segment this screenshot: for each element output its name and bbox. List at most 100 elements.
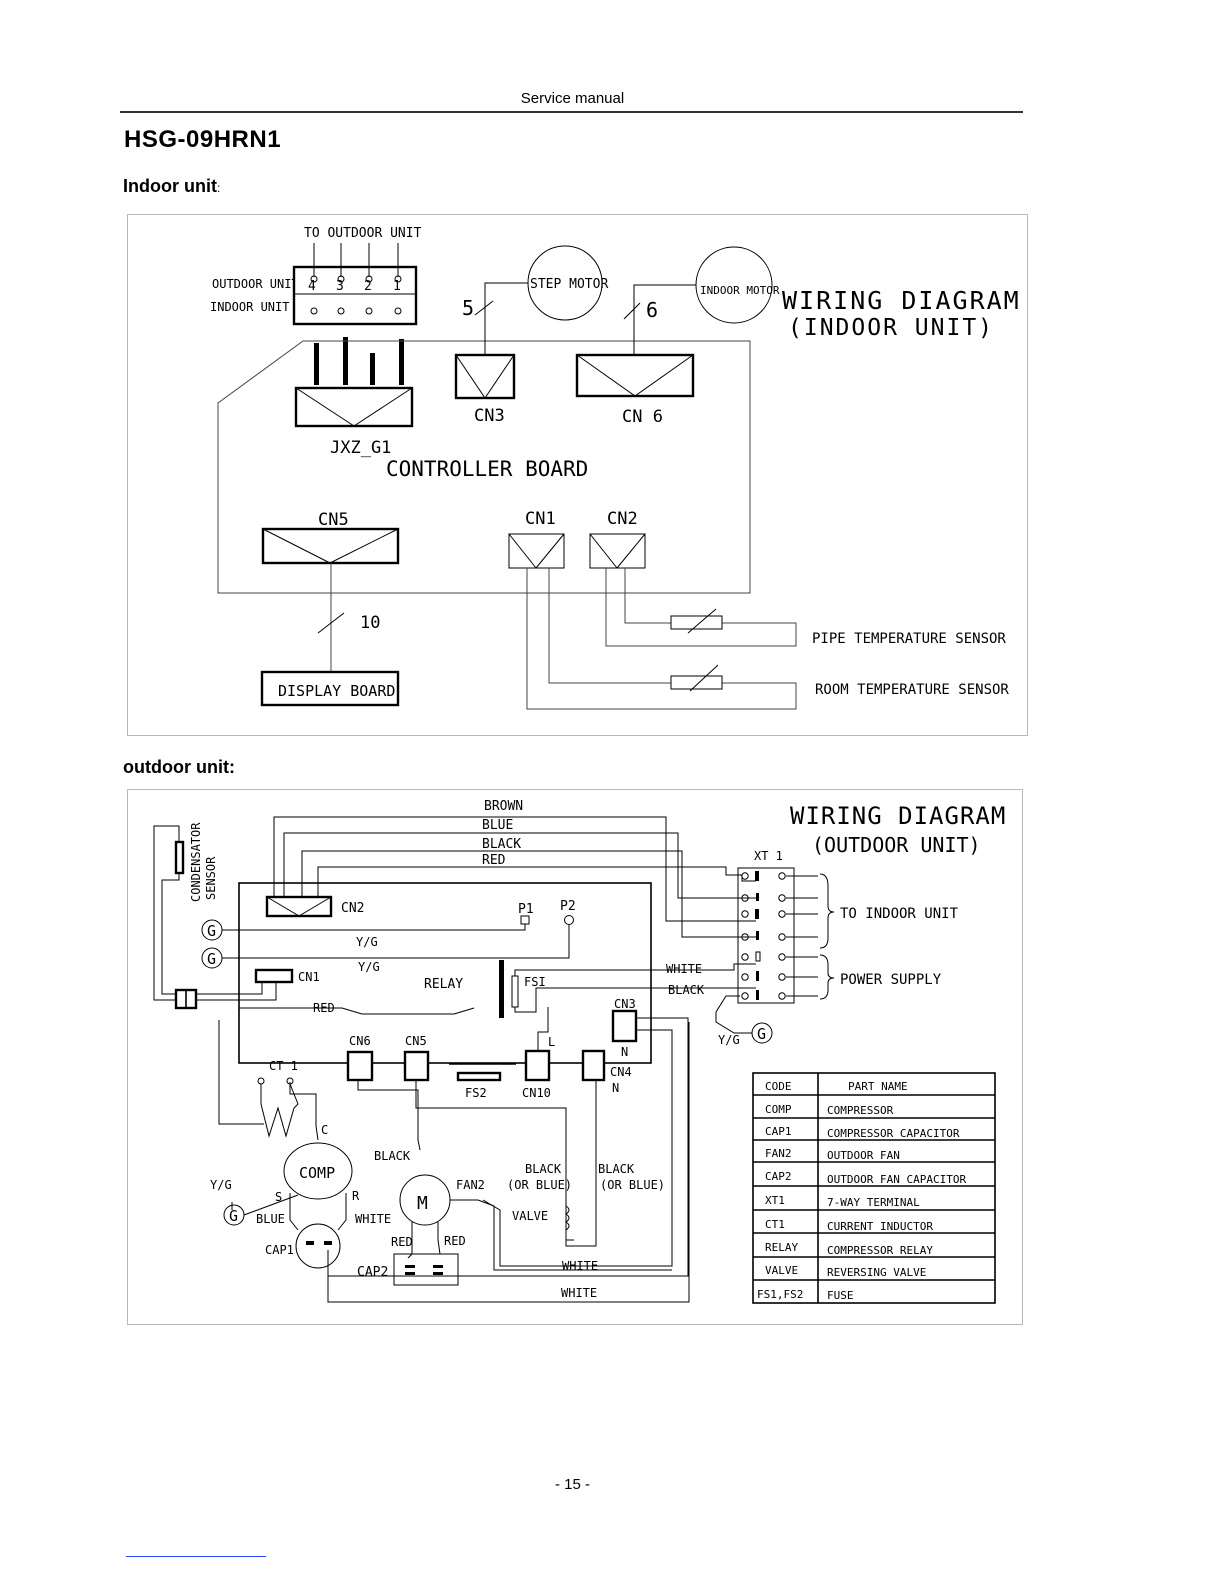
xt1-screw-r-3 bbox=[778, 910, 786, 918]
cap2-plate-a bbox=[405, 1265, 415, 1268]
parts-row-name: FUSE bbox=[827, 1289, 854, 1302]
ground-g-2: G bbox=[207, 950, 216, 968]
cap1-label: CAP1 bbox=[265, 1243, 294, 1257]
parts-table: CODE PART NAME COMP COMPRESSOR CAP1 COMP… bbox=[752, 1072, 996, 1304]
xt1-link-2 bbox=[756, 893, 759, 901]
cn2-label: CN2 bbox=[607, 509, 638, 529]
cap1-circle bbox=[295, 1223, 341, 1269]
indoor-label-colon: : bbox=[216, 181, 221, 195]
valve-black-label-b: BLACK bbox=[598, 1162, 635, 1176]
cn1-box bbox=[254, 968, 294, 984]
cn2-x2 bbox=[616, 533, 646, 569]
cn1-box bbox=[508, 533, 565, 569]
valve-coil bbox=[565, 1205, 570, 1231]
parts-table-frame bbox=[752, 1072, 996, 1304]
pipe-sensor-tick bbox=[687, 608, 717, 634]
cap2-plate-b bbox=[405, 1272, 415, 1275]
relay-label: RELAY bbox=[424, 977, 463, 992]
parts-row-code: CAP2 bbox=[765, 1170, 792, 1183]
cn1-connector bbox=[254, 968, 294, 984]
cn2-box bbox=[265, 895, 333, 918]
cn2-x1 bbox=[266, 896, 300, 917]
cn3-white-wire-b bbox=[482, 1029, 673, 1267]
xt1-screw-r-2 bbox=[778, 894, 786, 902]
controller-board-outline bbox=[217, 340, 751, 594]
cn3-x2 bbox=[484, 354, 515, 399]
outdoor-title-line1: WIRING DIAGRAM bbox=[790, 802, 1006, 830]
cn5-x1 bbox=[262, 528, 331, 564]
fan-black-label: BLACK bbox=[374, 1149, 411, 1163]
valve-or-blue-label-a: (OR BLUE) bbox=[507, 1178, 572, 1192]
c-label: C bbox=[321, 1123, 328, 1137]
screw-2 bbox=[365, 275, 373, 283]
xt1-ground-g: G bbox=[757, 1025, 766, 1043]
room-sensor-label: ROOM TEMPERATURE SENSOR bbox=[815, 682, 1009, 698]
parts-row-name: 7-WAY TERMINAL bbox=[827, 1196, 920, 1209]
cn2-x1 bbox=[589, 533, 618, 569]
white-label: WHITE bbox=[666, 962, 702, 976]
wire-5-label: 5 bbox=[462, 296, 474, 320]
controller-board-label: CONTROLLER BOARD bbox=[386, 457, 588, 481]
cn5-label: CN5 bbox=[318, 510, 349, 530]
cn6-x2 bbox=[634, 354, 694, 397]
comp-white-return bbox=[327, 1022, 690, 1303]
model-title: HSG-09HRN1 bbox=[124, 126, 282, 153]
sensor-wire-a bbox=[153, 825, 180, 1001]
cn5-to-valve bbox=[415, 1080, 574, 1241]
step-motor-wire-tick bbox=[474, 300, 494, 316]
outdoor-unit-label: OUTDOOR UNIT bbox=[212, 277, 299, 291]
xt1-link-1 bbox=[755, 871, 759, 881]
indoor-motor: INDOOR MOTOR bbox=[695, 246, 780, 324]
fan-red-wire-b bbox=[437, 1222, 441, 1255]
room-sensor-wire-b bbox=[526, 568, 797, 710]
indoor-title-line1: WIRING DIAGRAM bbox=[782, 286, 1021, 315]
red-label-b: RED bbox=[444, 1234, 466, 1248]
indoor-label-text: Indoor unit bbox=[123, 176, 217, 196]
cn2-connector bbox=[589, 533, 646, 569]
cn5-x2 bbox=[329, 528, 399, 564]
parts-row-code: FAN2 bbox=[765, 1147, 792, 1160]
xt1-link-7 bbox=[756, 990, 759, 1000]
xt1-terminal-block bbox=[737, 867, 795, 1004]
xt1-row bbox=[741, 871, 786, 1000]
white-wire bbox=[514, 963, 756, 976]
terminal-4: 4 bbox=[308, 279, 316, 294]
cn3-label: CN3 bbox=[474, 406, 505, 426]
step-motor-label: STEP MOTOR bbox=[530, 277, 608, 292]
pipe-sensor-wire-b bbox=[605, 568, 797, 647]
cn3-connector bbox=[454, 353, 516, 400]
ground-g-1: G bbox=[207, 922, 216, 940]
wire-brown-label: BROWN bbox=[484, 799, 523, 814]
relay-switch bbox=[453, 1007, 475, 1015]
outdoor-wiring-diagram: WIRING DIAGRAM (OUTDOOR UNIT) CONDENSATO… bbox=[127, 789, 1023, 1325]
step-motor: STEP MOTOR bbox=[527, 245, 608, 321]
cn4-box bbox=[581, 1049, 606, 1082]
r-label: R bbox=[352, 1189, 360, 1203]
xt1-screw-r-5 bbox=[778, 953, 786, 961]
wire-bar-4 bbox=[314, 343, 319, 385]
screw-1 bbox=[394, 275, 402, 283]
cap2-plate-d bbox=[433, 1272, 443, 1275]
cn5-box bbox=[261, 527, 400, 565]
indoor-unit-label: INDOOR UNIT bbox=[210, 300, 289, 314]
cn3-white-wire bbox=[327, 1017, 689, 1277]
ct1-coil bbox=[260, 1083, 299, 1138]
terminal-1: 1 bbox=[393, 279, 401, 294]
wire-red bbox=[317, 866, 756, 897]
indoor-motor-label: INDOOR MOTOR bbox=[700, 284, 780, 297]
p1-terminal bbox=[520, 915, 530, 925]
to-outdoor-unit-label: TO OUTDOOR UNIT bbox=[304, 226, 422, 241]
xt1-link-6 bbox=[756, 971, 759, 981]
display-board: DISPLAY BOARD bbox=[260, 670, 400, 707]
cn1-sensor-wire-b bbox=[196, 982, 277, 1001]
cn1-sensor-wire-a bbox=[196, 982, 263, 995]
xt1-label: XT 1 bbox=[754, 849, 783, 863]
xt1-link-4 bbox=[756, 931, 759, 940]
cap2-plate-c bbox=[433, 1265, 443, 1268]
parts-row-code: COMP bbox=[765, 1103, 792, 1116]
cn6-label: CN 6 bbox=[622, 407, 663, 427]
wire-bar-3 bbox=[343, 337, 348, 385]
parts-row-code: CT1 bbox=[765, 1218, 785, 1231]
p2-label: P2 bbox=[560, 899, 576, 914]
condensator-sensor-element bbox=[174, 840, 185, 875]
